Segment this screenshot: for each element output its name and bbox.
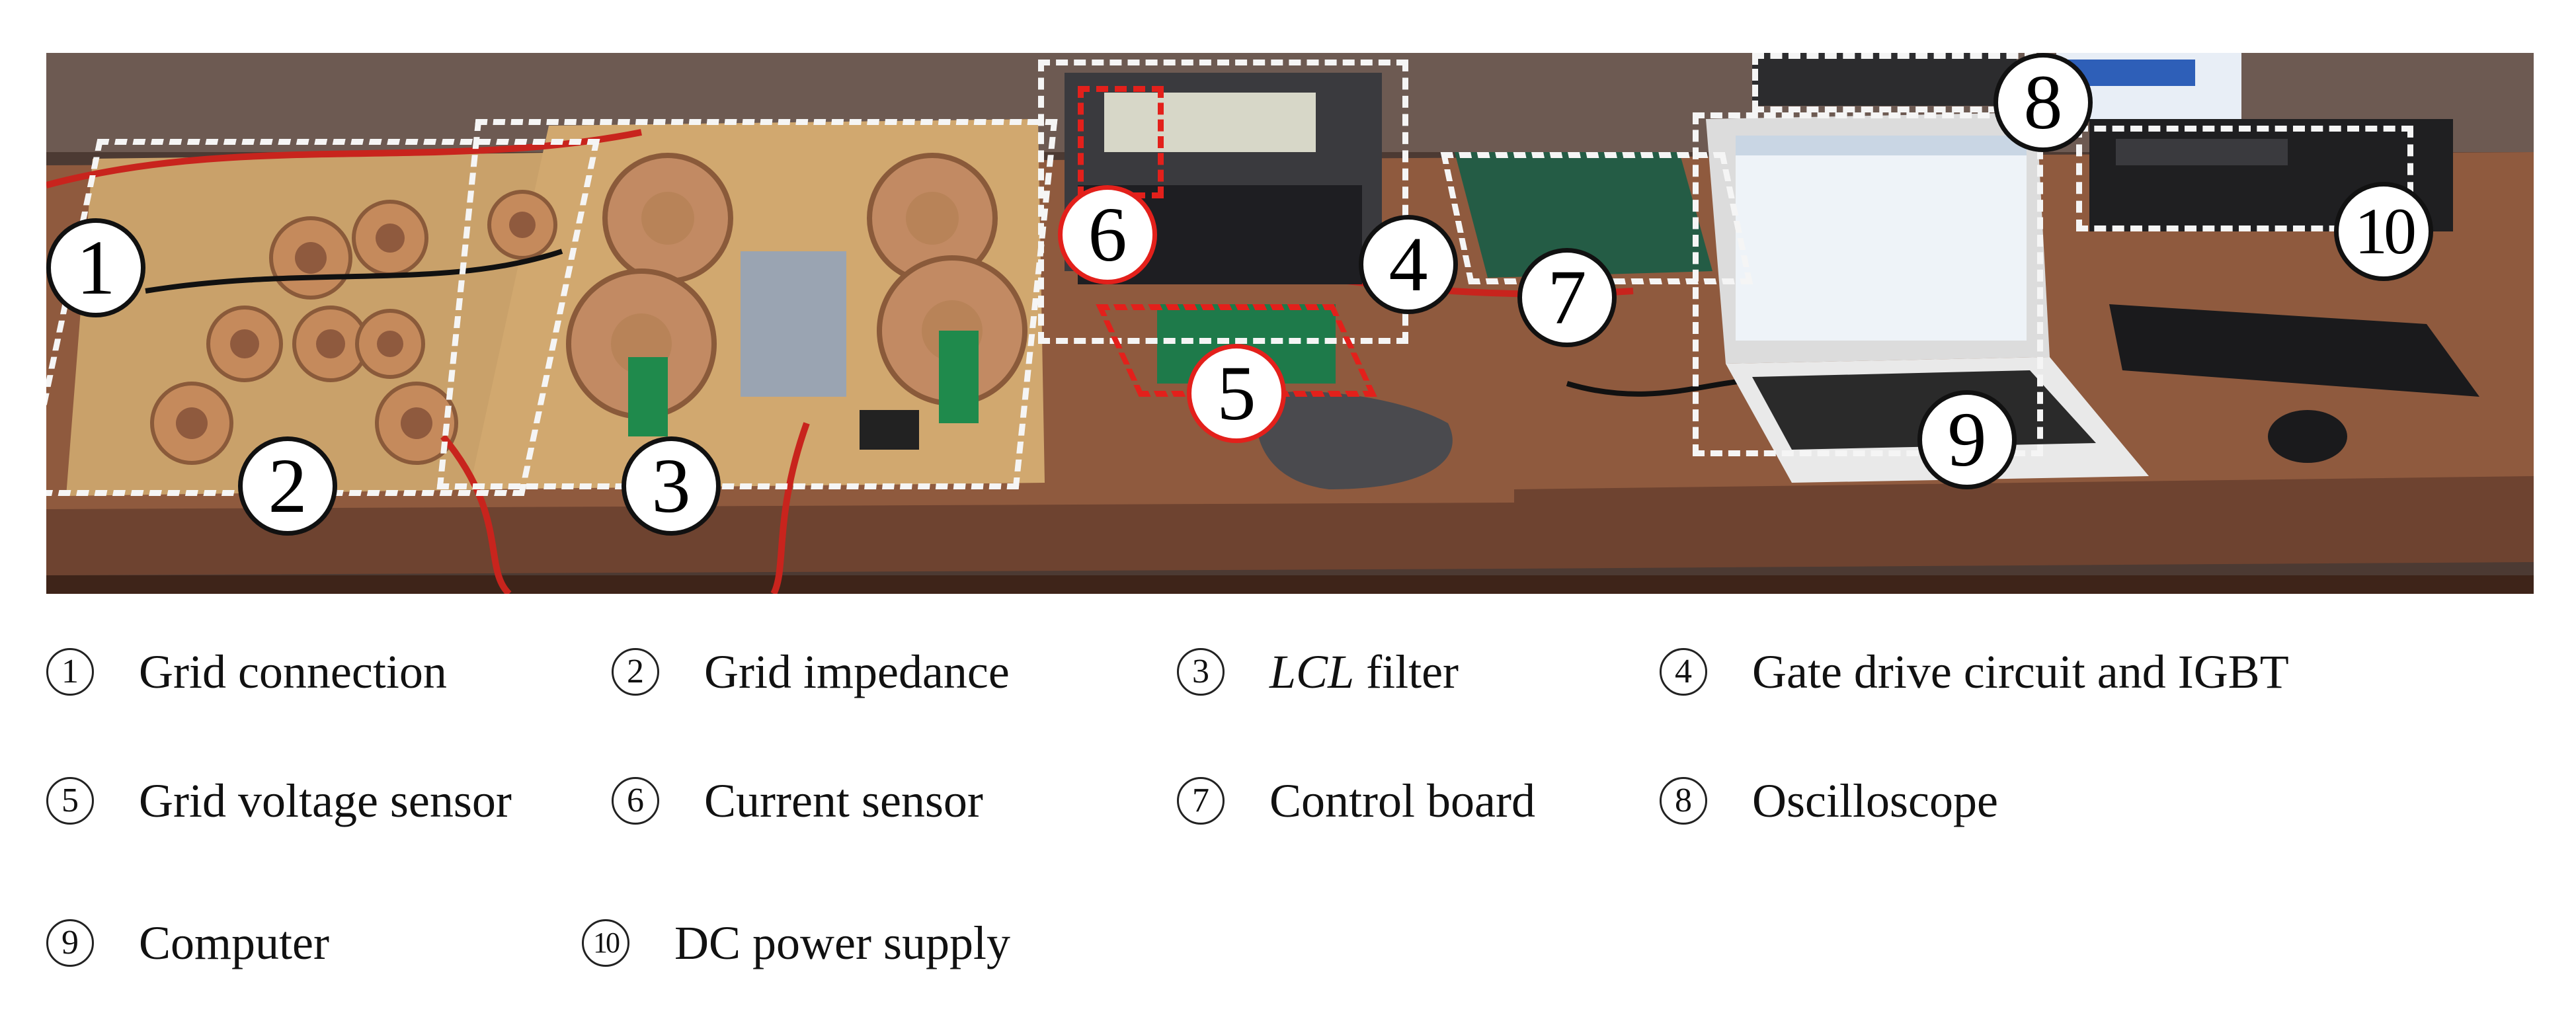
legend-number-9: 9 <box>46 919 94 967</box>
callout-4: 4 <box>1359 215 1458 314</box>
region-computer <box>1693 112 2043 456</box>
legend-item-grid-voltage-sensor: 5 Grid voltage sensor <box>46 777 512 825</box>
legend-number-3: 3 <box>1177 648 1225 696</box>
legend-number-10: 10 <box>582 919 629 967</box>
legend-label-rest: filter <box>1354 645 1459 698</box>
region-lcl-filter <box>436 119 1058 489</box>
callout-8: 8 <box>1993 53 2093 152</box>
legend-label: Current sensor <box>704 774 983 827</box>
legend-label: Grid impedance <box>704 645 1010 698</box>
legend-item-gate-drive: 4 Gate drive circuit and IGBT <box>1660 648 2289 696</box>
legend-label: Gate drive circuit and IGBT <box>1752 645 2289 698</box>
callout-5: 5 <box>1187 344 1286 443</box>
figure-legend: 1 Grid connection 2 Grid impedance 3 LCL… <box>0 608 2576 1023</box>
legend-item-grid-connection: 1 Grid connection <box>46 648 447 696</box>
legend-item-control-board: 7 Control board <box>1177 777 1535 825</box>
legend-item-lcl-filter: 3 LCL filter <box>1177 648 1459 696</box>
callout-1: 1 <box>46 218 145 317</box>
callout-7: 7 <box>1517 248 1617 347</box>
legend-label: Computer <box>139 917 329 969</box>
callout-10: 10 <box>2334 182 2433 281</box>
callout-9: 9 <box>1917 390 2017 489</box>
legend-label: DC power supply <box>674 917 1010 969</box>
legend-label: Oscilloscope <box>1752 774 1998 827</box>
legend-number-6: 6 <box>612 777 659 825</box>
legend-item-dc-power-supply: 10 DC power supply <box>582 919 1010 967</box>
legend-item-grid-impedance: 2 Grid impedance <box>612 648 1010 696</box>
region-current-sensor <box>1078 86 1164 198</box>
legend-label-italic: LCL <box>1269 645 1355 698</box>
legend-label: Control board <box>1269 774 1535 827</box>
legend-item-oscilloscope: 8 Oscilloscope <box>1660 777 1998 825</box>
legend-number-7: 7 <box>1177 777 1225 825</box>
region-dc-power-supply <box>2076 126 2413 231</box>
callout-6: 6 <box>1058 185 1157 284</box>
legend-item-current-sensor: 6 Current sensor <box>612 777 983 825</box>
legend-number-2: 2 <box>612 648 659 696</box>
callout-3: 3 <box>622 436 721 536</box>
legend-label: LCL filter <box>1269 648 1459 696</box>
lab-setup-photo: 1 2 3 4 5 6 7 8 9 10 <box>46 53 2534 594</box>
callout-2: 2 <box>238 436 337 536</box>
legend-label: Grid connection <box>139 645 447 698</box>
legend-label: Grid voltage sensor <box>139 774 512 827</box>
legend-number-4: 4 <box>1660 648 1707 696</box>
legend-number-8: 8 <box>1660 777 1707 825</box>
region-gate-drive-igbt <box>1038 60 1408 344</box>
legend-number-1: 1 <box>46 648 94 696</box>
legend-item-computer: 9 Computer <box>46 919 329 967</box>
legend-number-5: 5 <box>46 777 94 825</box>
